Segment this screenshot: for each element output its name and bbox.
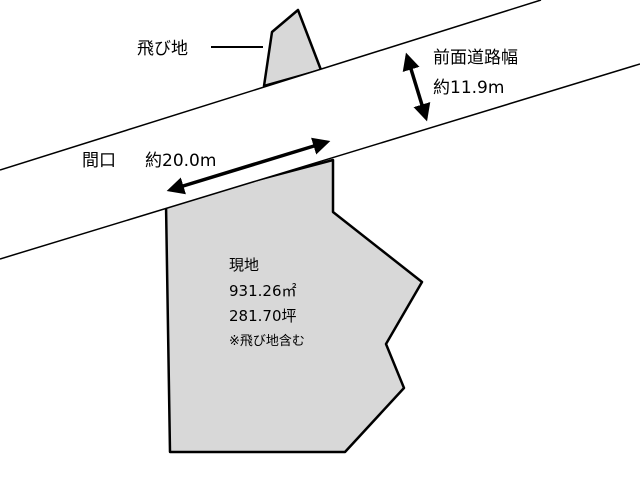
area-tsubo: 281.70坪 <box>229 307 297 325</box>
site-title: 現地 <box>229 256 259 274</box>
road-edge-upper <box>0 0 542 171</box>
frontage-arrow <box>166 137 331 195</box>
road-band <box>0 0 640 259</box>
road-width-value: 約11.9m <box>433 78 504 98</box>
enclave-label: 飛び地 <box>137 39 188 59</box>
road-width-arrow <box>402 52 431 122</box>
area-sqm: 931.26㎡ <box>229 282 297 300</box>
main-parcel <box>164 158 424 454</box>
frontage-title: 間口 <box>82 151 116 171</box>
road-width-title: 前面道路幅 <box>433 48 518 68</box>
enclave-note: ※飛び地含む <box>229 333 305 349</box>
frontage-value: 約20.0m <box>145 151 216 171</box>
